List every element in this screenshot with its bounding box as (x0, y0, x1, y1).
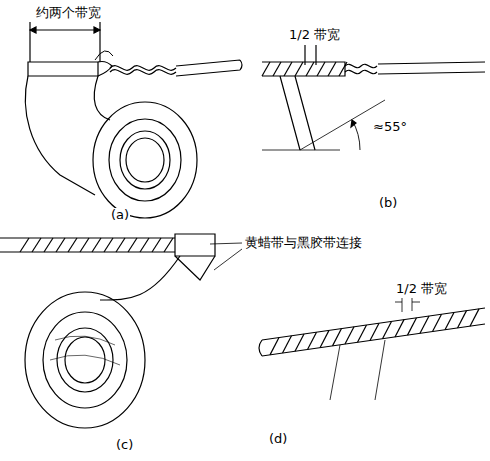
tape-stripe (92, 238, 101, 252)
figure-label: (b) (378, 196, 398, 210)
figure-d (259, 298, 485, 400)
tape-stripe (345, 327, 354, 344)
tape-stripe (152, 238, 161, 252)
tape-stripe (270, 338, 279, 355)
tape-stripe (283, 336, 292, 353)
tape-stripe (295, 334, 304, 351)
tape-stripe (333, 329, 342, 346)
tape-stripe (20, 238, 29, 252)
tape-stripe (164, 238, 173, 252)
tape-stripe (32, 238, 41, 252)
figure-label: (c) (115, 438, 134, 452)
dimension-label: 约两个带宽 (35, 6, 102, 20)
tape-stripe (104, 238, 113, 252)
tape-stripe (273, 62, 281, 76)
tape-stripe (339, 62, 347, 76)
figure-b (262, 45, 485, 150)
tape-stripe (317, 62, 325, 76)
tape-stripe (420, 316, 429, 333)
tape-stripe (445, 312, 454, 329)
figure-a (25, 22, 242, 218)
tape-stripe (458, 311, 467, 328)
tape-stripe (395, 320, 404, 337)
tape-stripe (128, 238, 137, 252)
tape-stripe (116, 238, 125, 252)
dimension-label: 1/2 带宽 (395, 282, 448, 296)
tape-stripe (68, 238, 77, 252)
tape-stripe (306, 62, 314, 76)
angle-label: ≈55° (372, 120, 408, 134)
dimension-label: 1/2 带宽 (288, 28, 341, 42)
tape-stripe (295, 62, 303, 76)
tape-stripe (433, 314, 442, 331)
tape-stripe (140, 238, 149, 252)
tape-stripe (44, 238, 53, 252)
tape-stripe (358, 325, 367, 342)
tape-stripe (320, 330, 329, 347)
tape-stripe (370, 323, 379, 340)
figure-label: (a) (110, 208, 130, 222)
tape-stripe (284, 62, 292, 76)
figure-c (0, 234, 242, 428)
callout-label: 黄蜡带与黑胶带连接 (244, 236, 363, 250)
figure-label: (d) (268, 432, 288, 446)
tape-stripe (408, 318, 417, 335)
tape-stripe (80, 238, 89, 252)
tape-stripe (262, 62, 270, 76)
tape-stripe (308, 332, 317, 349)
tape-stripe (470, 309, 479, 326)
tape-stripe (383, 321, 392, 338)
tape-stripe (328, 62, 336, 76)
tape-stripe (56, 238, 65, 252)
